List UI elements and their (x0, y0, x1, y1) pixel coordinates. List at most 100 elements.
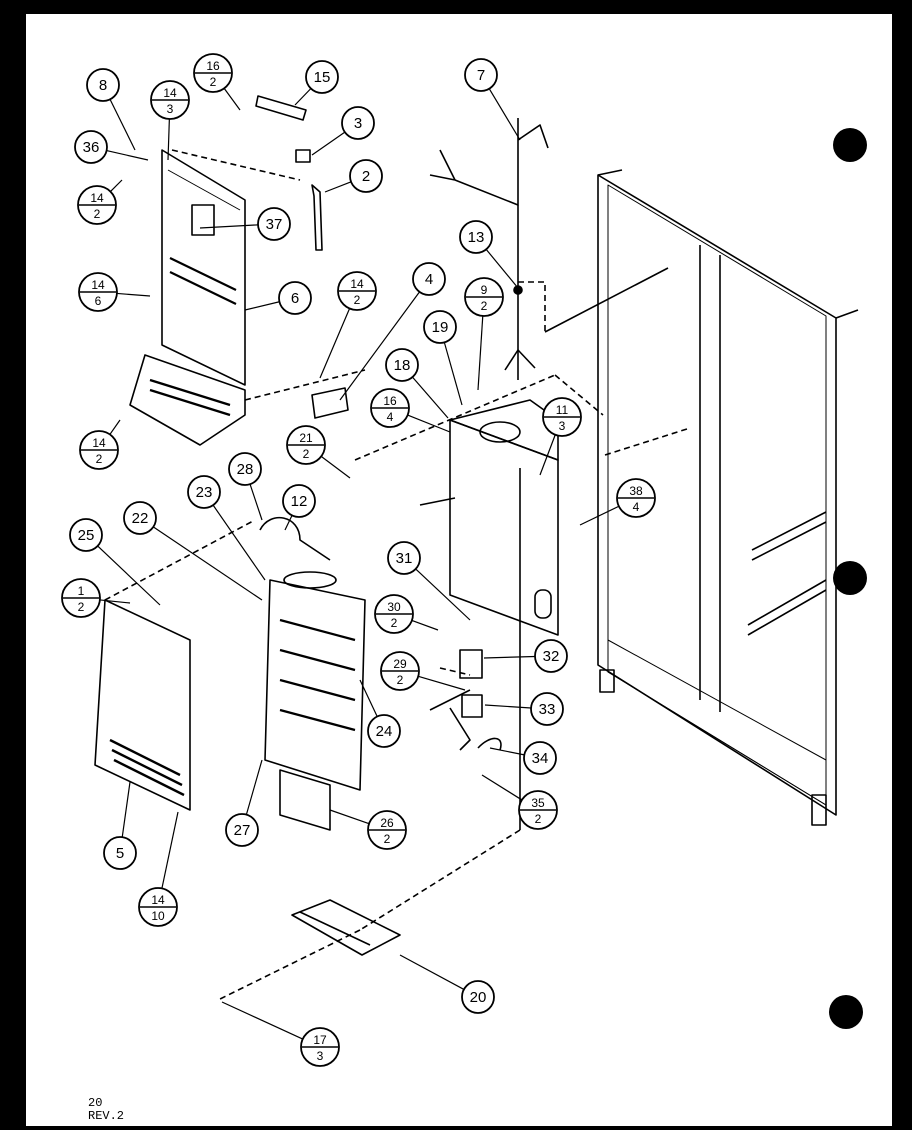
callout-label: 37 (266, 216, 283, 233)
binder-hole-top (833, 128, 867, 162)
callout-c3: 3 (341, 106, 375, 140)
callout-leader-c26-2 (329, 809, 370, 825)
callout-leader-c27 (245, 759, 263, 815)
callout-leader-c14-3 (167, 118, 170, 161)
callout-c31: 31 (387, 541, 421, 575)
callout-label: 4 (425, 271, 433, 288)
callout-leader-c25 (97, 545, 161, 606)
evaporator-coil (259, 516, 366, 831)
callout-numerator: 14 (151, 893, 165, 907)
binder-hole-bottom (829, 995, 863, 1029)
callout-c19: 19 (423, 310, 457, 344)
callout-c1-2: 12 (61, 578, 101, 618)
callout-c29-2: 292 (380, 651, 420, 691)
callout-circle (461, 980, 495, 1014)
callout-denominator: 3 (559, 419, 566, 433)
callout-c7: 7 (464, 58, 498, 92)
callout-circle (412, 262, 446, 296)
callout-c18: 18 (385, 348, 419, 382)
callout-leader-c8 (109, 99, 136, 151)
callout-denominator: 10 (151, 909, 165, 923)
callout-c26-2: 262 (367, 810, 407, 850)
callout-numerator: 14 (91, 278, 105, 292)
callout-leader-c31 (415, 568, 471, 621)
callout-numerator: 17 (313, 1033, 327, 1047)
callout-label: 32 (543, 648, 560, 665)
callout-denominator: 2 (94, 207, 101, 221)
evaporator-cover (129, 149, 366, 446)
callout-label: 13 (468, 229, 485, 246)
callout-c23: 23 (187, 475, 221, 509)
callout-label: 5 (116, 845, 124, 862)
callout-circle (225, 813, 259, 847)
callout-c15: 15 (305, 60, 339, 94)
callout-denominator: 2 (384, 832, 391, 846)
callout-leader-c9-2 (477, 315, 484, 391)
callout-label: 2 (362, 168, 370, 185)
callout-leader-c7 (488, 88, 521, 141)
callout-denominator: 4 (633, 500, 640, 514)
callout-leader-c22 (152, 526, 263, 601)
bracket-part (255, 95, 307, 121)
callout-leader-c29-2 (418, 675, 466, 691)
callout-denominator: 6 (95, 294, 102, 308)
callout-c35-2: 352 (518, 790, 558, 830)
callout-leader-c14-2c (109, 419, 121, 435)
callout-circle (349, 159, 383, 193)
callout-label: 22 (132, 510, 149, 527)
callout-leader-c32 (483, 655, 536, 659)
binder-hole-middle (833, 561, 867, 595)
callout-numerator: 14 (92, 436, 106, 450)
callout-numerator: 14 (90, 191, 104, 205)
callout-numerator: 30 (387, 600, 401, 614)
defrost-controls (429, 649, 502, 751)
callout-leader-c13 (485, 248, 519, 289)
callout-leader-c14-2b (319, 308, 351, 379)
callout-denominator: 3 (167, 102, 174, 116)
callout-leader-c16-4 (407, 414, 451, 433)
callout-numerator: 21 (299, 431, 313, 445)
callout-c9-2: 92 (464, 277, 504, 317)
callout-denominator: 2 (481, 299, 488, 313)
callout-c37: 37 (257, 207, 291, 241)
callout-label: 28 (237, 461, 254, 478)
callout-c27: 27 (225, 813, 259, 847)
callout-c2: 2 (349, 159, 383, 193)
callout-c36: 36 (74, 130, 108, 164)
callout-c14-2b: 142 (337, 271, 377, 311)
callout-label: 24 (376, 723, 393, 740)
callout-denominator: 2 (535, 812, 542, 826)
callout-c17-3: 173 (300, 1027, 340, 1067)
callout-numerator: 35 (531, 796, 545, 810)
callout-leader-c1-2 (99, 599, 131, 604)
callout-numerator: 1 (78, 584, 85, 598)
wire-harness (429, 118, 549, 380)
callout-denominator: 2 (303, 447, 310, 461)
callout-leader-c14-10 (161, 811, 179, 889)
callout-leader-c28 (249, 483, 263, 521)
callout-leader-c35-2 (481, 774, 523, 801)
callout-leader-c24 (359, 679, 378, 717)
callout-c6: 6 (278, 281, 312, 315)
callout-leader-c16-2 (223, 87, 241, 111)
callout-c22: 22 (123, 501, 157, 535)
callout-circle (305, 60, 339, 94)
callout-denominator: 2 (354, 293, 361, 307)
callout-circle (530, 692, 564, 726)
callout-numerator: 29 (393, 657, 407, 671)
callout-circle (385, 348, 419, 382)
callout-c21-2: 212 (286, 425, 326, 465)
drain-pan (217, 829, 521, 1001)
callout-leader-c6 (244, 301, 280, 311)
refrigerator-cabinet (544, 169, 859, 826)
callout-c38-4: 384 (616, 478, 656, 518)
callout-denominator: 4 (387, 410, 394, 424)
callout-circle (534, 639, 568, 673)
callout-circle (367, 714, 401, 748)
callout-denominator: 2 (210, 75, 217, 89)
callout-leader-c4 (339, 291, 421, 401)
callout-numerator: 38 (629, 484, 643, 498)
